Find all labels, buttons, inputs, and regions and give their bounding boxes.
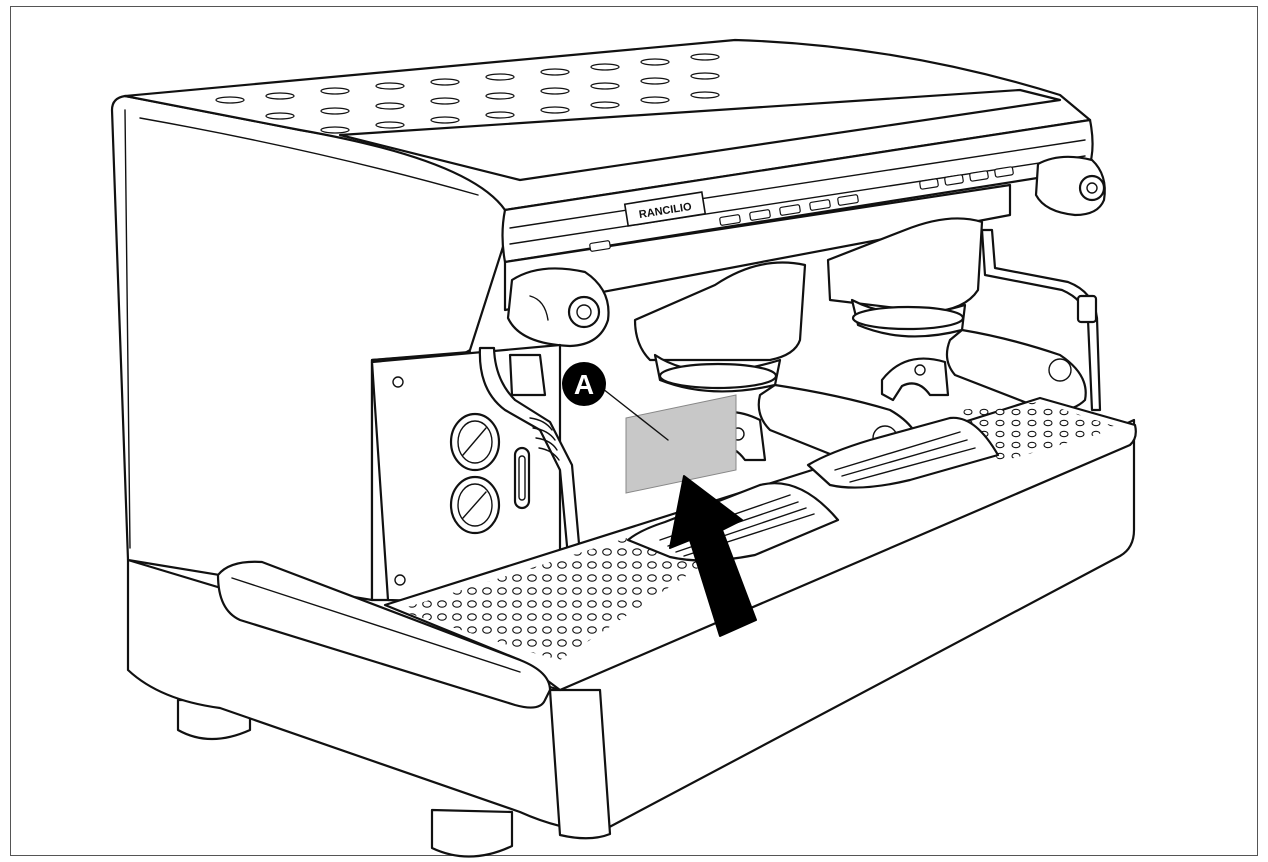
group-head-right [826,217,984,338]
fascia-buttons [589,166,1014,252]
figure-frame [10,6,1258,856]
pressure-gauge-lower [449,475,501,535]
steam-knob-right [1034,155,1106,217]
brand-badge: RANCILIO [623,191,707,227]
front-fascia [501,118,1094,312]
cup-warmer-slots [215,53,720,134]
steam-knob-left [506,267,610,348]
callout-a-label: A [574,369,594,400]
label-area-a [625,394,737,494]
hot-water-wand [980,228,1102,412]
direction-arrow-icon [669,475,757,637]
group-head-left [633,261,807,393]
cup-warmer-top [123,38,1092,212]
callout-leader-line [597,384,669,441]
pressure-gauge-upper [449,412,501,472]
water-level-window [513,446,531,510]
portafilter-right [880,328,1087,412]
front-rail [216,560,552,709]
callout-a: A [562,362,606,406]
